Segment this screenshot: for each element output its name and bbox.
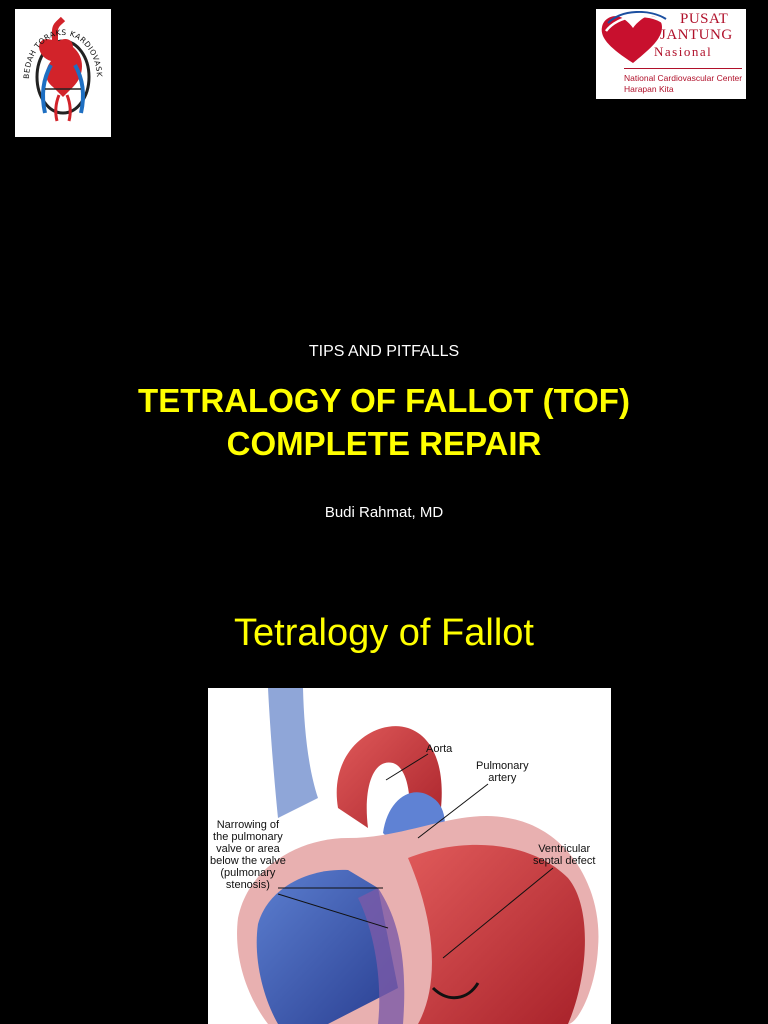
heart-vessels-seal-icon: BEDAH TORAKS KARDIOVASKULAR INDONESIA xyxy=(12,2,104,122)
brand-line-pusat: PUSAT xyxy=(680,11,729,27)
label-stenosis-line-4: below the valve xyxy=(210,855,286,867)
label-vsd-line-1: Ventricular xyxy=(538,843,591,855)
brand-line-jantung: JANTUNG xyxy=(660,27,733,43)
label-stenosis-line-2: the pulmonary xyxy=(213,831,283,843)
logo-caption-harapan: Harapan Kita xyxy=(624,84,674,94)
label-pulmonary-artery: Pulmonary artery xyxy=(476,760,529,784)
label-stenosis-line-6: stenosis) xyxy=(225,879,270,891)
label-stenosis-line-3: valve or area xyxy=(216,843,280,855)
red-heart-icon xyxy=(601,11,667,63)
label-vsd-line-2: septal defect xyxy=(533,855,596,867)
slide-title-line-2: COMPLETE REPAIR xyxy=(226,425,542,462)
slide-title-line-1: TETRALOGY OF FALLOT (TOF) xyxy=(138,382,630,419)
brand-line-nasional: Nasional xyxy=(654,44,713,59)
label-pulmonary-artery-line-2: artery xyxy=(488,772,517,784)
label-aorta: Aorta xyxy=(426,743,453,755)
heart-cross-section-illustration xyxy=(237,688,599,1024)
logo-divider xyxy=(624,68,742,69)
hospital-logo: PUSAT JANTUNG Nasional National Cardiova… xyxy=(596,9,746,99)
label-ventricular-septal-defect: Ventricular septal defect xyxy=(533,843,595,867)
slide2-title: Tetralogy of Fallot xyxy=(234,612,534,654)
slide-title: TETRALOGY OF FALLOT (TOF) COMPLETE REPAI… xyxy=(0,379,768,465)
slide-subtitle: TIPS AND PITFALLS xyxy=(308,343,460,360)
society-logo: BEDAH TORAKS KARDIOVASKULAR INDONESIA xyxy=(12,2,111,137)
heart-diagram: Aorta Pulmonary artery Narrowing of the … xyxy=(208,688,611,1024)
author-name: Budi Rahmat, MD xyxy=(324,504,444,521)
label-stenosis-line-1: Narrowing of xyxy=(216,819,280,831)
label-stenosis-line-5: (pulmonary xyxy=(220,867,276,879)
logo-caption-center: National Cardiovascular Center xyxy=(624,73,743,83)
label-pulmonary-artery-line-1: Pulmonary xyxy=(476,760,529,772)
label-pulmonary-stenosis: Narrowing of the pulmonary valve or area… xyxy=(210,819,286,891)
